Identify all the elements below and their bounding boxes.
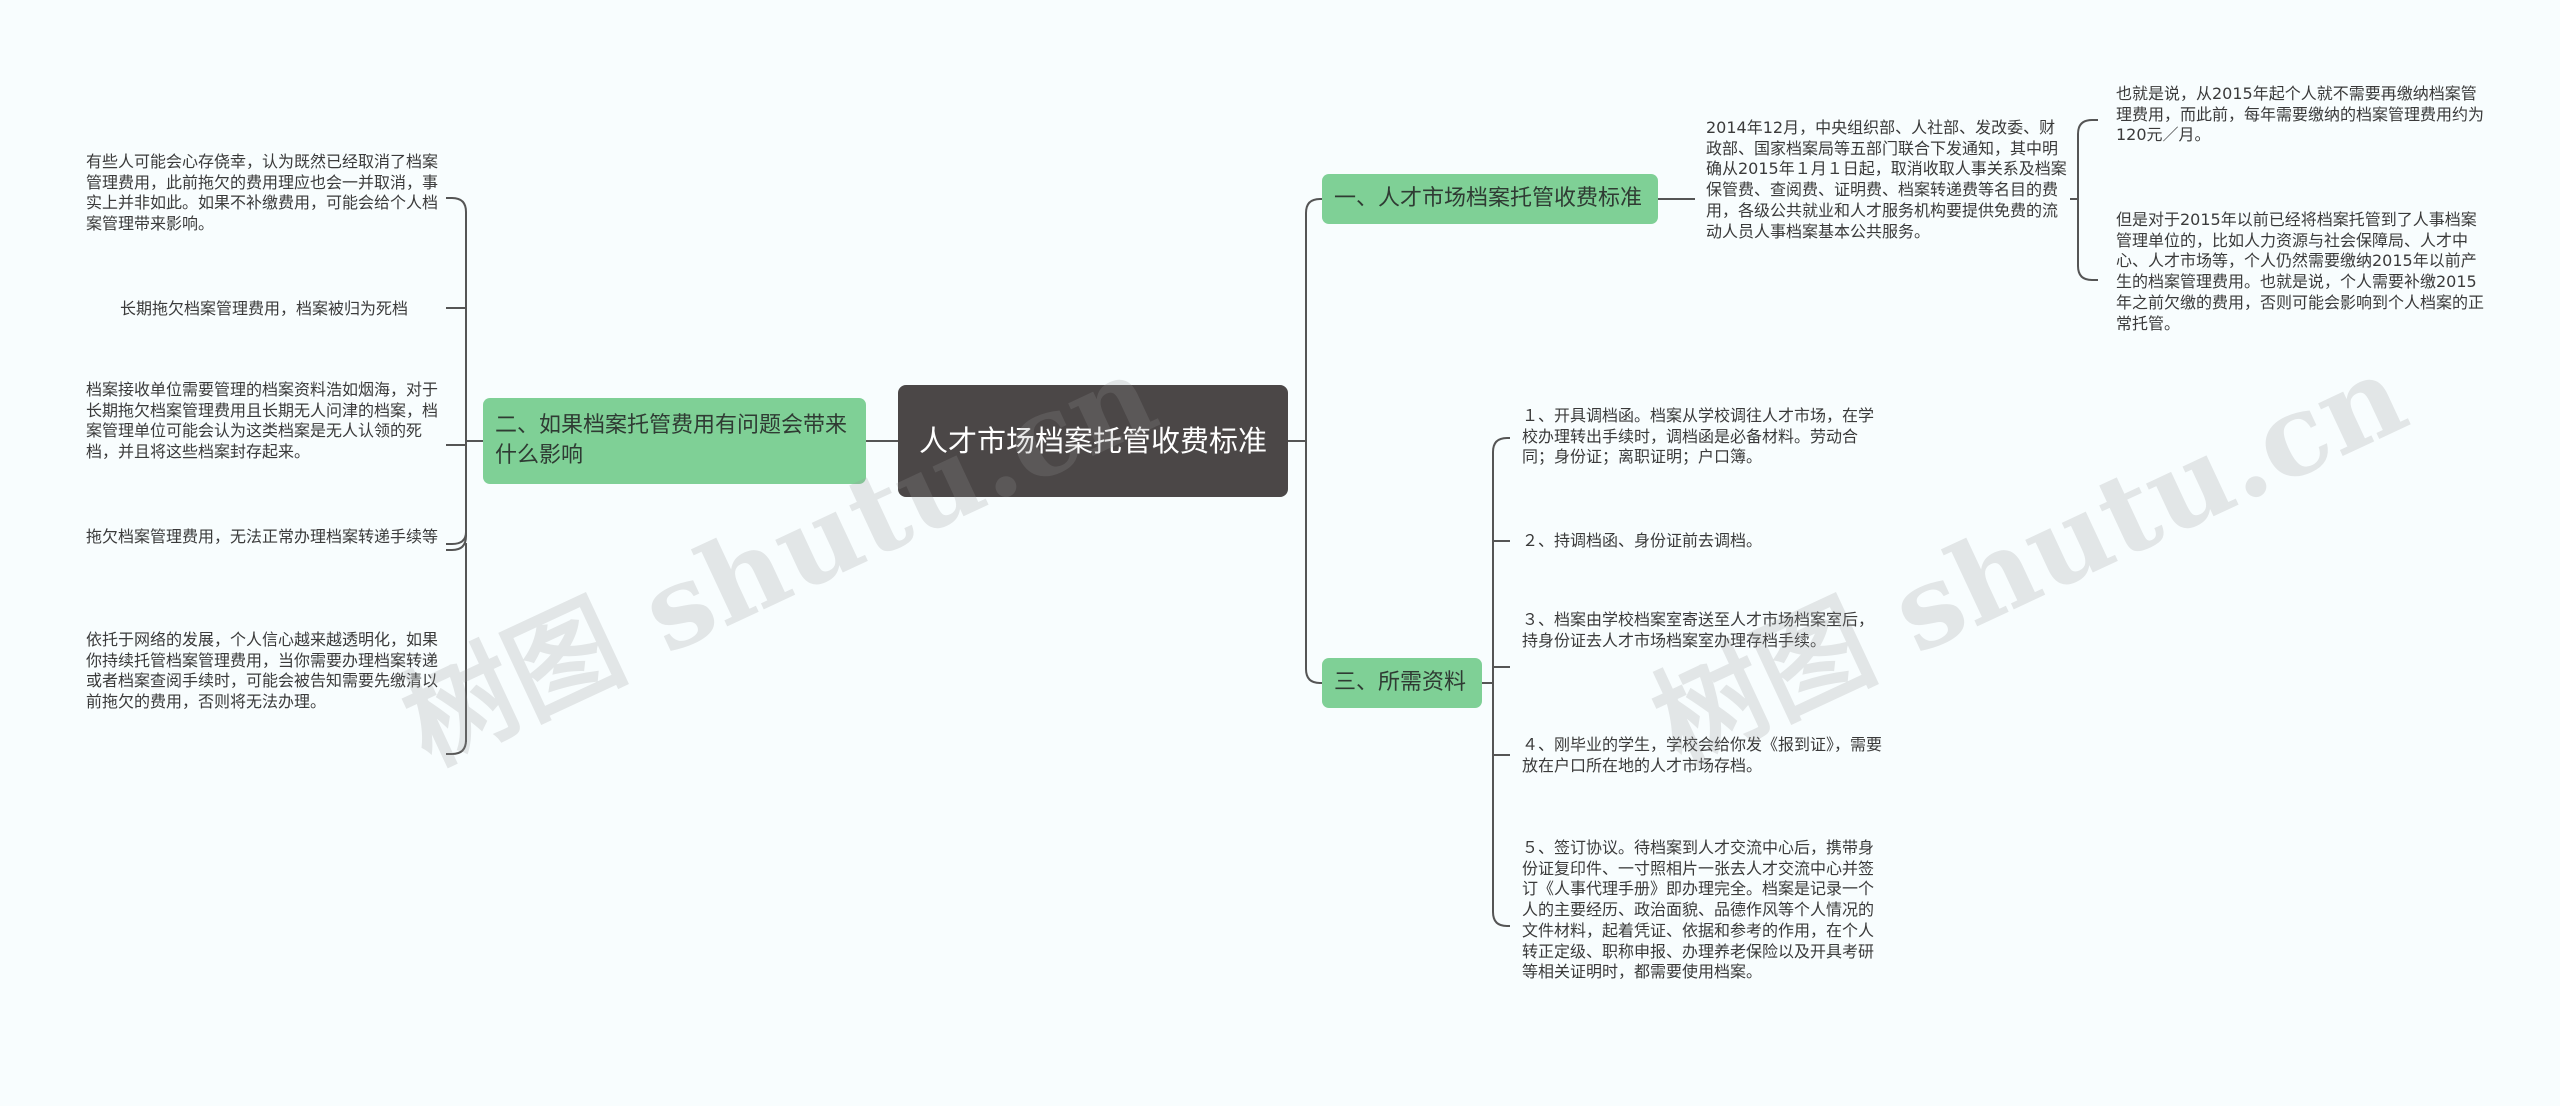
fee-standard-notice-text: 2014年12月，中央组织部、人社部、发改委、财政部、国家档案局等五部门联合下发… bbox=[1706, 118, 2067, 241]
fee-problem-item-4: 拖欠档案管理费用，无法正常办理档案转递手续等 bbox=[86, 527, 439, 546]
required-doc-step-4: ４、刚毕业的学生，学校会给你发《报到证》，需要放在户口所在地的人才市场存档。 bbox=[1522, 735, 1883, 775]
required-doc-step-2: ２、持调档函、身份证前去调档。 bbox=[1522, 531, 1763, 550]
fee-standard-note-1: 也就是说，从2015年起个人就不需要再缴纳档案管理费用，而此前，每年需要缴纳的档… bbox=[2116, 84, 2485, 145]
fee-problem-item-5: 依托于网络的发展，个人信心越来越透明化，如果你持续托管档案管理费用，当你需要办理… bbox=[86, 630, 439, 712]
fee-problem-item-1: 有些人可能会心存侥幸，认为既然已经取消了档案管理费用，此前拖欠的费用理应也会一并… bbox=[86, 152, 439, 234]
branch-required-docs[interactable]: 三、所需资料 bbox=[1322, 658, 1482, 708]
branch-fee-problems-label: 二、如果档案托管费用有问题会带来什么影响 bbox=[495, 413, 848, 468]
branch-fee-standard[interactable]: 一、人才市场档案托管收费标准 bbox=[1322, 174, 1658, 224]
fee-standard-note-2: 但是对于2015年以前已经将档案托管到了人事档案管理单位的，比如人力资源与社会保… bbox=[2116, 210, 2485, 333]
fee-problem-item-2: 长期拖欠档案管理费用，档案被归为死档 bbox=[120, 299, 409, 318]
branch-fee-problems[interactable]: 二、如果档案托管费用有问题会带来什么影响 bbox=[483, 398, 866, 484]
branch-required-docs-label: 三、所需资料 bbox=[1334, 670, 1467, 695]
required-doc-step-3: ３、档案由学校档案室寄送至人才市场档案室后，持身份证去人才市场档案室办理存档手续… bbox=[1522, 610, 1875, 650]
required-doc-step-5: ５、签订协议。待档案到人才交流中心后，携带身份证复印件、一寸照相片一张去人才交流… bbox=[1522, 838, 1875, 982]
root-topic[interactable]: 人才市场档案托管收费标准 bbox=[898, 385, 1288, 497]
root-title: 人才市场档案托管收费标准 bbox=[918, 424, 1267, 458]
branch-fee-standard-label: 一、人才市场档案托管收费标准 bbox=[1334, 186, 1643, 211]
required-doc-step-1: １、开具调档函。档案从学校调往人才市场，在学校办理转出手续时，调档函是必备材料。… bbox=[1522, 406, 1875, 467]
fee-problem-item-3: 档案接收单位需要管理的档案资料浩如烟海，对于长期拖欠档案管理费用且长期无人问津的… bbox=[86, 380, 439, 462]
